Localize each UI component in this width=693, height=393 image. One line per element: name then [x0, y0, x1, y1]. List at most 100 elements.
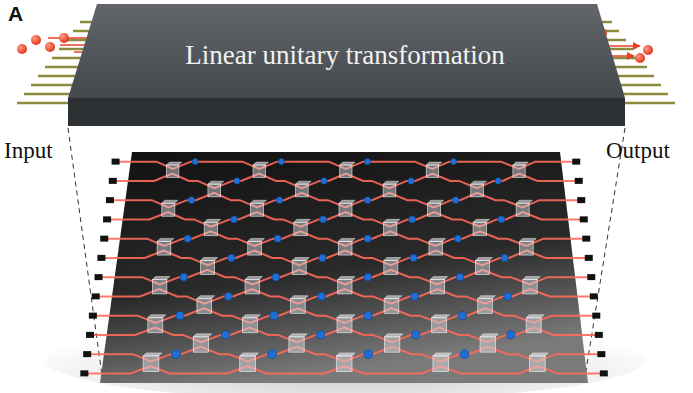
- input-label: Input: [4, 138, 53, 164]
- beam-splitter: [152, 277, 169, 294]
- cube-top: [475, 258, 492, 261]
- cube-top: [520, 238, 537, 241]
- fiber-end: [106, 197, 114, 203]
- cube-top: [383, 219, 399, 222]
- cube-face: [162, 203, 175, 216]
- cube-face: [289, 337, 304, 352]
- phase-shifter: [221, 331, 229, 339]
- phase-shifter: [456, 273, 464, 281]
- beam-splitter: [338, 238, 355, 255]
- cube-face: [384, 337, 399, 352]
- beam-splitter: [242, 315, 260, 333]
- fiber-end: [582, 236, 590, 242]
- cube-face: [480, 337, 495, 352]
- phase-shifter: [495, 178, 501, 184]
- beam-splitter: [520, 238, 537, 255]
- phase-shifter: [272, 273, 280, 281]
- cube-top: [193, 334, 211, 337]
- beam-splitter: [337, 315, 355, 333]
- phase-shifter: [228, 254, 235, 261]
- cube-top: [289, 334, 307, 337]
- fiber-end: [585, 255, 593, 261]
- cube-top: [201, 258, 218, 261]
- interferometer-mesh: [80, 159, 607, 377]
- beam-splitter: [296, 181, 312, 197]
- beam-splitter: [338, 277, 355, 294]
- phase-shifter: [176, 312, 184, 320]
- waveguide-pin: [38, 75, 79, 78]
- fiber-end: [600, 370, 608, 376]
- phase-shifter: [268, 350, 277, 359]
- beam-splitter: [197, 296, 215, 314]
- phase-shifter: [224, 292, 232, 300]
- fiber-end: [572, 159, 580, 165]
- waveguide-pin: [52, 57, 84, 60]
- cube-face: [292, 261, 306, 275]
- cube-face: [430, 280, 444, 294]
- cube-face: [148, 318, 163, 333]
- cube-top: [526, 315, 544, 318]
- waveguide-pin: [622, 102, 675, 105]
- waveguide-pin: [24, 93, 73, 96]
- phase-shifter: [364, 350, 373, 359]
- beam-splitter: [478, 296, 496, 314]
- fiber-end: [83, 351, 91, 357]
- waveguide-pin: [45, 66, 82, 69]
- cube-face: [201, 261, 215, 275]
- cube-face: [383, 222, 396, 235]
- beam-splitter: [430, 277, 447, 294]
- cube-top: [429, 238, 446, 241]
- cube-top: [250, 200, 266, 203]
- beam-splitter: [473, 219, 489, 235]
- cube-top: [384, 258, 401, 261]
- photon: [45, 42, 55, 52]
- cube-face: [473, 222, 486, 235]
- cube-top: [338, 238, 355, 241]
- phase-shifter: [276, 197, 283, 204]
- beam-splitter: [208, 181, 224, 197]
- fiber-end: [575, 178, 583, 184]
- cube-top: [157, 238, 174, 241]
- cube-top: [478, 296, 496, 299]
- beam-splitter: [526, 315, 544, 333]
- cube-face: [242, 318, 257, 333]
- beam-splitter: [433, 353, 452, 372]
- cube-face: [426, 165, 438, 177]
- phase-shifter: [410, 254, 417, 261]
- fiber-end: [595, 332, 603, 338]
- beam-splitter: [250, 200, 266, 216]
- phase-shifter: [234, 178, 240, 184]
- cube-top: [384, 334, 402, 337]
- cube-top: [523, 277, 540, 280]
- cube-top: [248, 238, 265, 241]
- cube-face: [197, 299, 212, 314]
- cube-top: [471, 181, 487, 184]
- cube-face: [338, 280, 352, 294]
- beam-splitter: [245, 277, 262, 294]
- phase-shifter: [270, 312, 278, 320]
- phase-shifter: [319, 254, 326, 261]
- cube-face: [433, 356, 449, 372]
- cube-face: [520, 241, 534, 255]
- cube-face: [152, 280, 166, 294]
- cube-top: [384, 296, 402, 299]
- cube-face: [166, 165, 178, 177]
- slab-front: [68, 98, 625, 126]
- cube-face: [516, 203, 529, 216]
- slab-top: [68, 4, 625, 98]
- cube-face: [248, 241, 262, 255]
- cube-face: [384, 261, 398, 275]
- cube-face: [530, 356, 546, 372]
- cube-top: [337, 315, 355, 318]
- photon: [59, 33, 69, 43]
- cube-face: [143, 356, 159, 372]
- waveguide-pin: [620, 93, 668, 96]
- beam-splitter: [384, 334, 402, 352]
- beam-splitter: [471, 181, 487, 197]
- phase-shifter: [454, 235, 461, 242]
- cube-face: [240, 356, 256, 372]
- cube-face: [340, 165, 352, 177]
- phase-shifter: [364, 235, 371, 242]
- cube-top: [208, 181, 224, 184]
- fiber-end: [103, 216, 111, 222]
